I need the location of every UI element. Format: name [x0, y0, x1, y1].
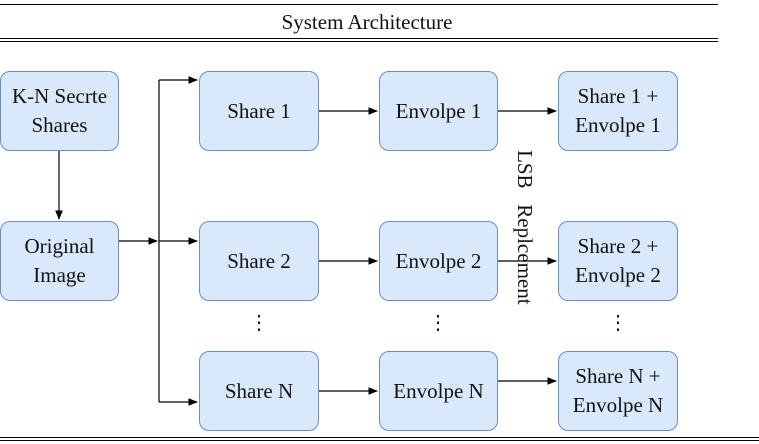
node-share-1-label: Share 1 [227, 98, 291, 123]
top-rule [0, 4, 718, 5]
node-share-1: Share 1 [199, 71, 319, 151]
ellipsis-results: ⋮ [608, 312, 628, 334]
node-envelope-n: Envolpe N [379, 351, 498, 431]
lsb-replacement-label: LSB Replcement [513, 150, 537, 305]
node-share-2-label: Share 2 [227, 248, 291, 273]
node-share-n-label: Share N [224, 378, 294, 403]
node-result-1: Share 1 + Envolpe 1 [558, 71, 678, 151]
node-original-image: Original Image [0, 221, 119, 301]
node-result-2: Share 2 + Envolpe 2 [558, 221, 678, 301]
node-envelope-2: Envolpe 2 [379, 221, 498, 301]
node-result-1-label: Share 1 + Envolpe 1 [575, 84, 661, 137]
node-kn-secret-shares-label: K-N Secrte Shares [11, 84, 108, 137]
title-double-rule-1 [0, 38, 718, 39]
node-result-n: Share N + Envolpe N [558, 351, 678, 431]
node-original-image-label: Original Image [24, 234, 95, 287]
ellipsis-envelopes: ⋮ [428, 312, 448, 334]
node-envelope-n-label: Envolpe N [393, 378, 484, 403]
node-share-n: Share N [199, 351, 319, 431]
bottom-double-rule-2 [0, 440, 759, 441]
node-envelope-1-label: Envolpe 1 [395, 98, 482, 123]
bottom-double-rule-1 [0, 437, 759, 438]
node-share-2: Share 2 [199, 221, 319, 301]
diagram-title: System Architecture [281, 10, 453, 34]
ellipsis-shares: ⋮ [249, 312, 269, 334]
node-result-2-label: Share 2 + Envolpe 2 [575, 234, 661, 287]
node-envelope-2-label: Envolpe 2 [395, 248, 482, 273]
node-kn-secret-shares: K-N Secrte Shares [0, 71, 119, 151]
title-double-rule-2 [0, 41, 718, 42]
node-envelope-1: Envolpe 1 [379, 71, 498, 151]
node-result-n-label: Share N + Envolpe N [572, 364, 664, 417]
